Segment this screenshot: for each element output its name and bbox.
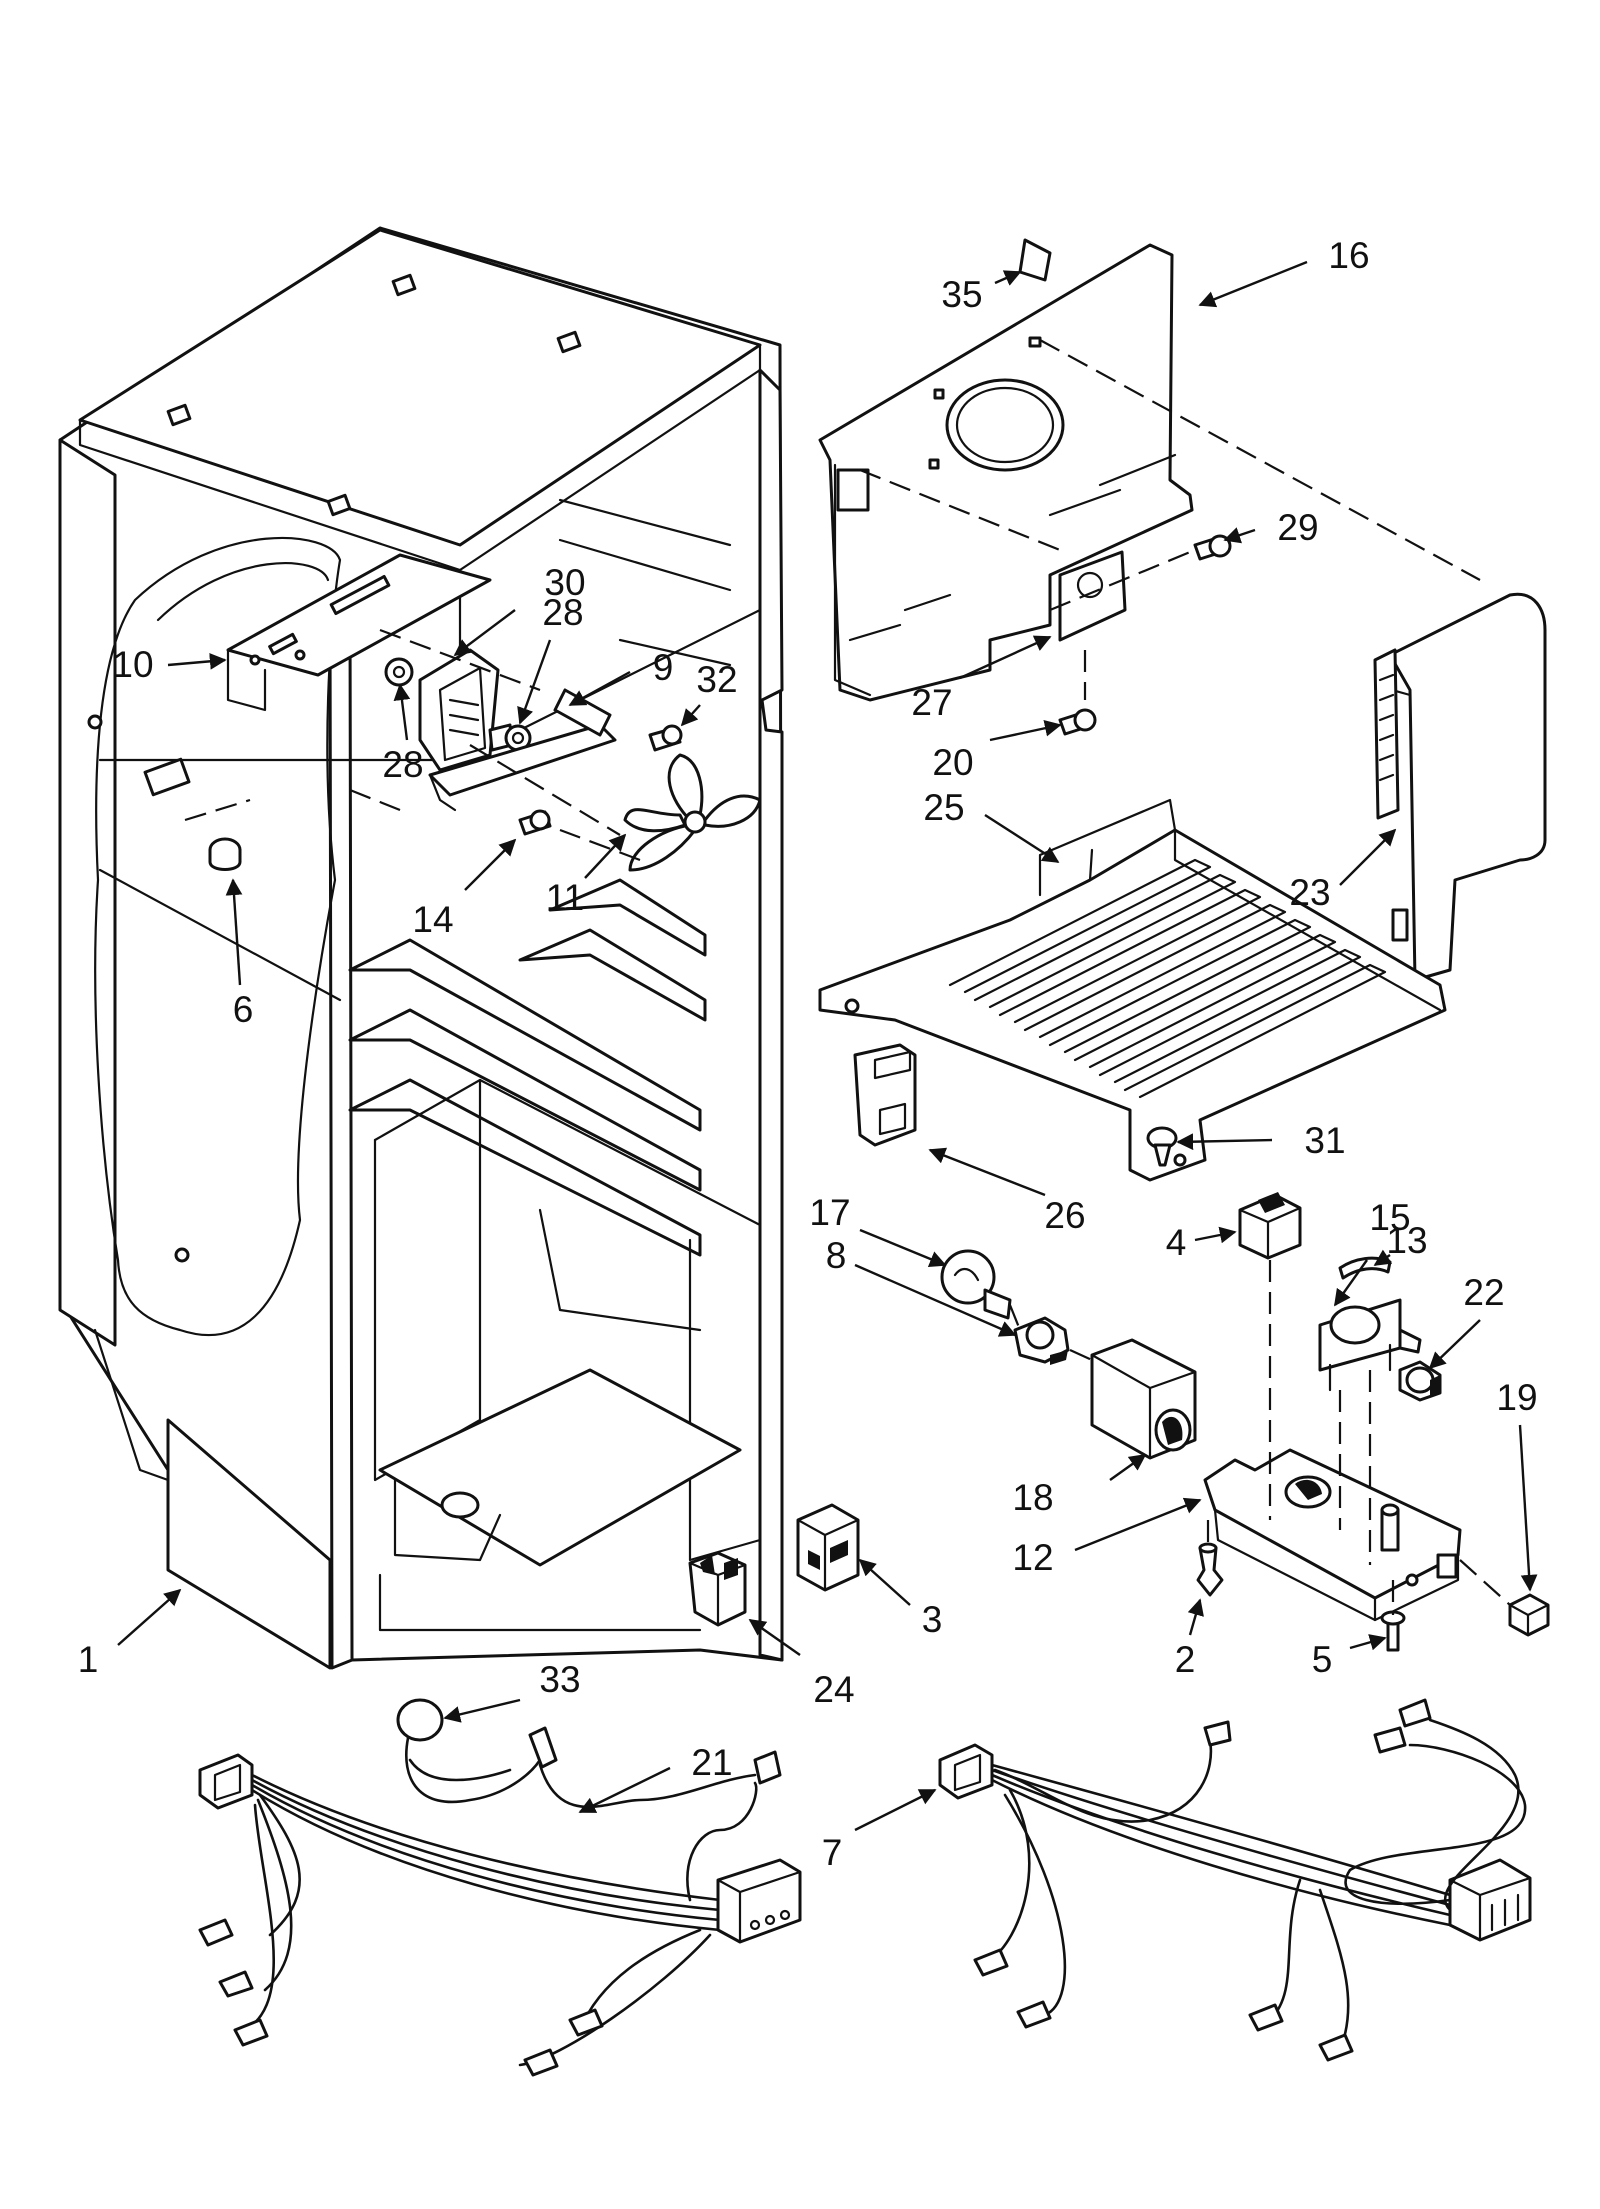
callout-1: 1 xyxy=(78,1639,99,1680)
callout-8: 8 xyxy=(826,1235,847,1276)
callout-18: 18 xyxy=(1012,1477,1053,1518)
callout-27: 27 xyxy=(911,682,952,723)
fan-blade xyxy=(623,753,762,872)
terminal-block-3 xyxy=(796,1503,860,1592)
callout-3: 3 xyxy=(922,1599,943,1640)
callout-31: 31 xyxy=(1304,1120,1345,1161)
callout-20: 20 xyxy=(932,742,973,783)
light-shield xyxy=(853,1043,917,1147)
callout-33: 33 xyxy=(539,1659,580,1700)
callout-35: 35 xyxy=(941,274,982,315)
callout-6: 6 xyxy=(233,989,254,1030)
callout-21: 21 xyxy=(691,1742,732,1783)
light-switch xyxy=(1238,1192,1302,1260)
callout-24: 24 xyxy=(813,1669,854,1710)
cabinet-liner xyxy=(58,226,784,1670)
damper-bracket xyxy=(226,553,492,712)
evaporator-cover xyxy=(818,238,1194,702)
housing-fastener xyxy=(1196,1542,1224,1597)
callout-25: 25 xyxy=(923,787,964,828)
screw-32 xyxy=(648,724,683,752)
light-bulb xyxy=(940,1249,1012,1320)
callout-28-upper: 28 xyxy=(542,592,583,633)
terminal-block-24 xyxy=(688,1551,747,1627)
wiring-harness-7 xyxy=(938,1698,1532,2062)
screw-20 xyxy=(1058,708,1097,736)
evaporator-fan-motor xyxy=(418,648,514,772)
callout-5: 5 xyxy=(1312,1639,1333,1680)
callout-labels: 1 2 3 4 5 6 7 8 9 10 11 12 13 14 15 16 1… xyxy=(78,235,1538,1873)
screw-14 xyxy=(518,809,552,836)
callout-32: 32 xyxy=(696,659,737,700)
screw-5 xyxy=(1380,1610,1406,1652)
callout-22: 22 xyxy=(1463,1272,1504,1313)
plug-button xyxy=(208,837,242,871)
callout-4: 4 xyxy=(1166,1222,1187,1263)
callout-17: 17 xyxy=(809,1192,850,1233)
callout-2: 2 xyxy=(1175,1639,1196,1680)
callout-leaders xyxy=(117,260,1538,1832)
control-knob-cover xyxy=(1090,1338,1197,1460)
callout-12: 12 xyxy=(1012,1537,1053,1578)
callout-29: 29 xyxy=(1277,507,1318,548)
callout-10: 10 xyxy=(112,644,153,685)
callout-30: 30 xyxy=(544,562,585,603)
callout-11: 11 xyxy=(546,877,584,918)
callout-16: 16 xyxy=(1328,235,1369,276)
assembly-lines xyxy=(184,339,1511,1615)
temperature-control xyxy=(1318,1298,1422,1392)
callout-19: 19 xyxy=(1496,1377,1537,1418)
air-duct-cover xyxy=(1373,592,1547,982)
callout-7: 7 xyxy=(822,1832,843,1873)
motor-grommet-upper xyxy=(384,657,414,687)
callout-14: 14 xyxy=(412,899,453,940)
push-pin xyxy=(1146,1126,1178,1167)
wiring-harness-21 xyxy=(198,1698,802,2077)
callout-26: 26 xyxy=(1044,1195,1085,1236)
control-knob xyxy=(1398,1360,1442,1402)
control-housing xyxy=(1203,1448,1462,1622)
callout-28-lower: 28 xyxy=(382,744,423,785)
callout-9: 9 xyxy=(653,647,674,688)
motor-grommet-lower xyxy=(504,724,532,752)
callout-13: 13 xyxy=(1386,1220,1427,1261)
wire-connector-19 xyxy=(1508,1593,1550,1637)
callout-23: 23 xyxy=(1289,872,1330,913)
mullion-shelf xyxy=(818,798,1447,1182)
screw-29 xyxy=(1193,534,1232,561)
light-socket xyxy=(1013,1316,1070,1365)
callout-15: 15 xyxy=(1369,1197,1410,1238)
